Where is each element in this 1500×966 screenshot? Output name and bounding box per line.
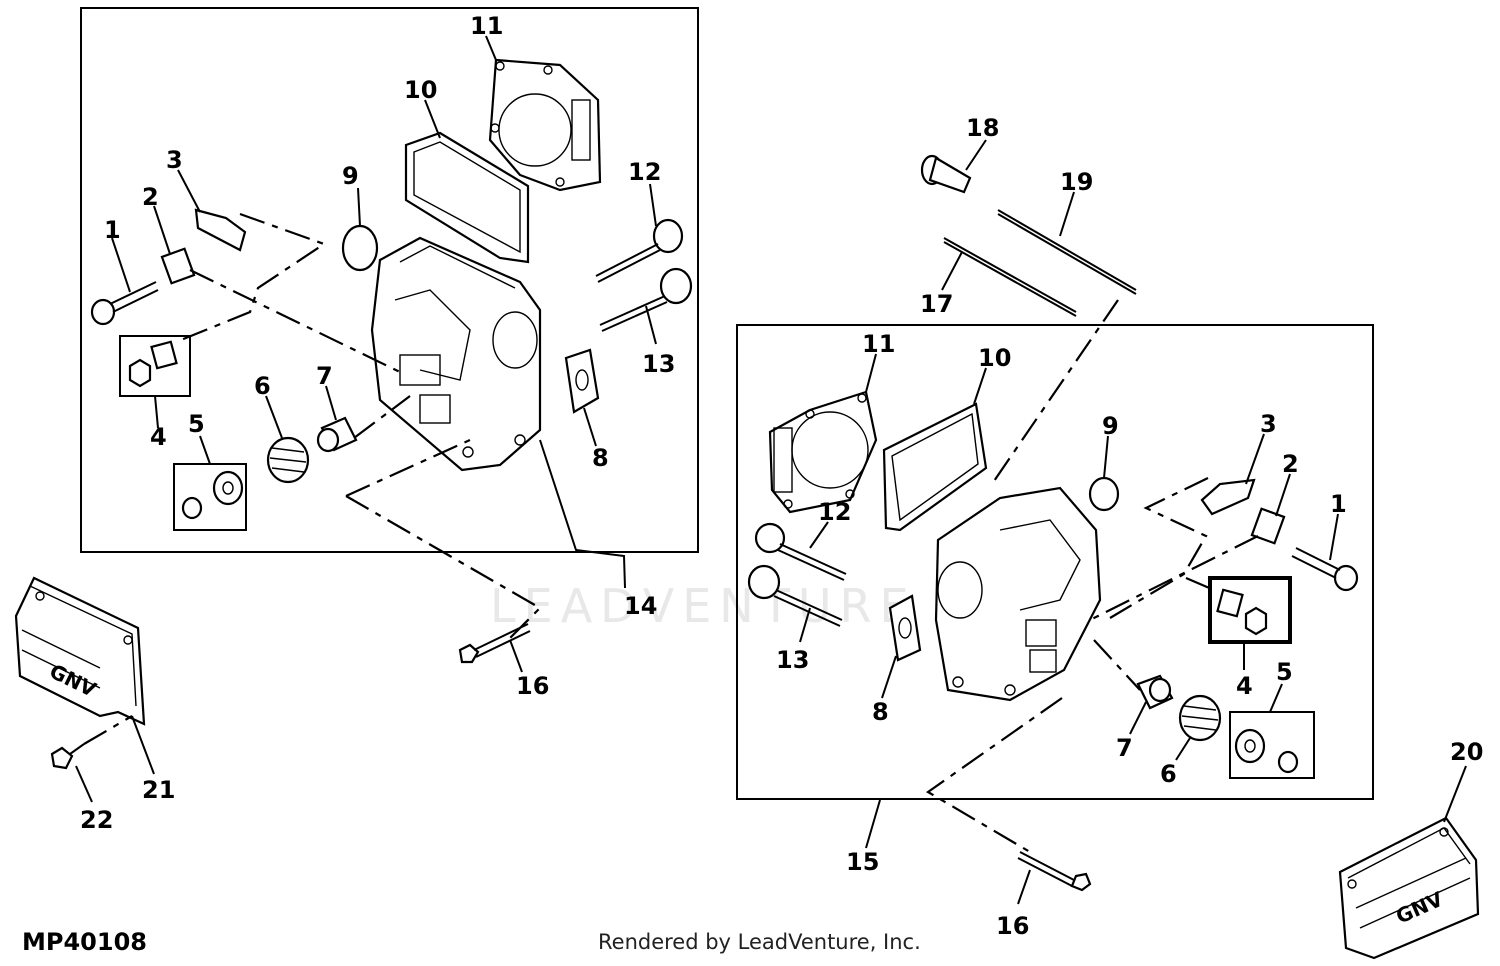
callout-21: 21 bbox=[142, 776, 175, 804]
left-callout-14: 14 bbox=[624, 592, 657, 620]
right-keeper-box bbox=[1229, 711, 1315, 779]
left-callout-13: 13 bbox=[642, 350, 675, 378]
left-callout-10: 10 bbox=[404, 76, 437, 104]
right-callout-6: 6 bbox=[1160, 760, 1177, 788]
right-callout-11: 11 bbox=[862, 330, 895, 358]
left-keeper bbox=[181, 496, 203, 520]
right-intake-gasket bbox=[888, 594, 922, 662]
left-callout-4: 4 bbox=[150, 423, 167, 451]
right-callout-2: 2 bbox=[1282, 450, 1299, 478]
left-valve-cover: GNV bbox=[14, 576, 146, 726]
right-callout-12: 12 bbox=[818, 498, 851, 526]
right-adjust-screw bbox=[1216, 588, 1244, 618]
right-cylinder-head bbox=[934, 486, 1102, 702]
right-exhaust-valve bbox=[747, 564, 843, 627]
right-head-gasket bbox=[768, 390, 878, 514]
left-callout-7: 7 bbox=[316, 362, 333, 390]
right-nut-screw-box bbox=[1208, 576, 1292, 644]
right-callout-16: 16 bbox=[996, 912, 1029, 940]
right-rocker-pivot bbox=[1250, 507, 1286, 545]
left-callout-16: 16 bbox=[516, 672, 549, 700]
figure-code: MP40108 bbox=[22, 928, 147, 956]
left-valve-cover-gasket bbox=[404, 131, 530, 264]
left-rotator bbox=[212, 470, 244, 506]
right-callout-1: 1 bbox=[1330, 490, 1347, 518]
left-callout-11: 11 bbox=[470, 12, 503, 40]
left-o-ring bbox=[341, 224, 379, 272]
left-head-gasket bbox=[488, 58, 602, 192]
watermark: LEADVENTURE bbox=[490, 579, 917, 633]
right-rocker-arm bbox=[1200, 478, 1256, 516]
left-intake-gasket bbox=[564, 348, 600, 414]
callout-19: 19 bbox=[1060, 168, 1093, 196]
right-callout-7: 7 bbox=[1116, 734, 1133, 762]
right-rocker-bolt bbox=[1291, 547, 1359, 592]
right-callout-8: 8 bbox=[872, 698, 889, 726]
render-credit: Rendered by LeadVenture, Inc. bbox=[598, 930, 921, 954]
left-callout-1: 1 bbox=[104, 216, 121, 244]
left-rocker-pivot bbox=[160, 247, 196, 285]
right-callout-9: 9 bbox=[1102, 412, 1119, 440]
left-head-bolt bbox=[458, 623, 531, 664]
right-callout-13: 13 bbox=[776, 646, 809, 674]
left-exhaust-valve bbox=[599, 267, 693, 332]
left-callout-8: 8 bbox=[592, 444, 609, 472]
callout-18: 18 bbox=[966, 114, 999, 142]
left-callout-2: 2 bbox=[142, 183, 159, 211]
left-callout-5: 5 bbox=[188, 410, 205, 438]
right-callout-10: 10 bbox=[978, 344, 1011, 372]
right-o-ring bbox=[1088, 476, 1120, 512]
right-keeper bbox=[1277, 750, 1299, 774]
right-callout-4: 4 bbox=[1236, 672, 1253, 700]
callout-17: 17 bbox=[920, 290, 953, 318]
push-rod-guide bbox=[920, 154, 972, 194]
left-callout-3: 3 bbox=[166, 146, 183, 174]
right-jam-nut bbox=[1244, 606, 1268, 636]
right-callout-3: 3 bbox=[1260, 410, 1277, 438]
left-callout-12: 12 bbox=[628, 158, 661, 186]
left-callout-6: 6 bbox=[254, 372, 271, 400]
push-rod-short bbox=[943, 237, 1077, 317]
right-assembly-frame bbox=[736, 324, 1374, 800]
left-valve-spring bbox=[266, 436, 310, 484]
left-cover-bolt bbox=[50, 743, 85, 770]
left-rocker-bolt bbox=[90, 281, 159, 326]
left-callout-9: 9 bbox=[342, 162, 359, 190]
left-cylinder-head bbox=[370, 236, 542, 472]
right-valve-spring bbox=[1178, 694, 1222, 742]
right-valve-cover: GNV bbox=[1338, 816, 1480, 960]
left-adjust-screw bbox=[150, 340, 178, 370]
left-intake-valve bbox=[595, 218, 684, 283]
left-rocker-arm bbox=[194, 208, 247, 252]
callout-22: 22 bbox=[80, 806, 113, 834]
left-assembly-frame bbox=[80, 7, 699, 553]
right-rotator bbox=[1234, 728, 1266, 764]
right-callout-15: 15 bbox=[846, 848, 879, 876]
right-head-bolt bbox=[1017, 851, 1092, 892]
callout-20: 20 bbox=[1450, 738, 1483, 766]
right-intake-valve bbox=[754, 522, 847, 581]
push-rod-long bbox=[997, 209, 1137, 295]
left-jam-nut bbox=[128, 358, 152, 388]
right-callout-5: 5 bbox=[1276, 658, 1293, 686]
right-valve-cover-gasket bbox=[882, 402, 988, 532]
